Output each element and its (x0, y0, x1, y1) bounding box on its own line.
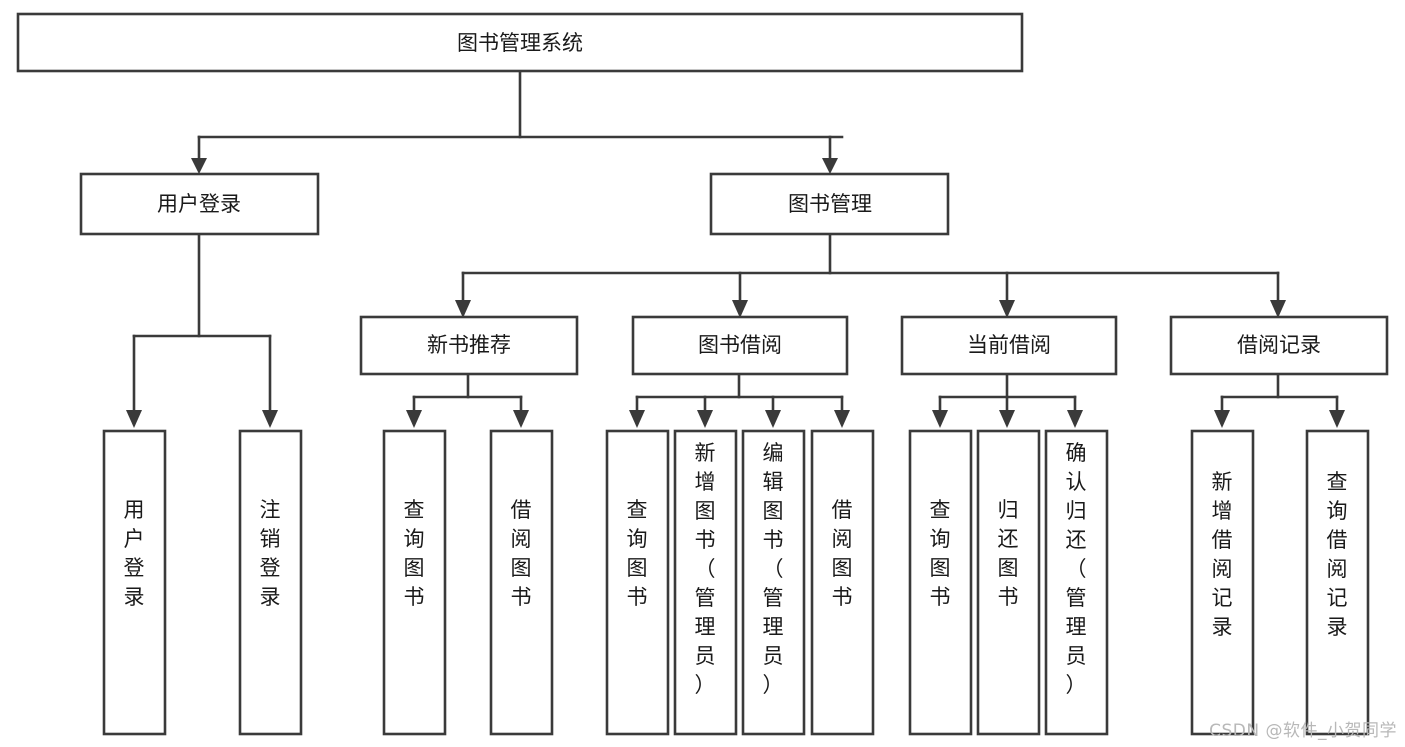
node-leaf-edit-book-label: 编辑图书（管理员） (763, 441, 784, 697)
node-leaf-borrow-book-1[interactable]: 借阅图书 (489, 429, 554, 736)
node-leaf-edit-book[interactable]: 编辑图书（管理员） (741, 429, 806, 736)
node-leaf-add-book[interactable]: 新增图书（管理员） (673, 429, 738, 736)
node-book-borrow[interactable]: 图书借阅 (631, 315, 849, 376)
node-current-borrow-label: 当前借阅 (967, 333, 1051, 357)
node-user-login-label: 用户登录 (157, 192, 241, 216)
node-leaf-borrow-book-2-label: 借阅图书 (832, 498, 853, 609)
node-user-login[interactable]: 用户登录 (79, 172, 320, 236)
node-new-book-recommend-label: 新书推荐 (427, 333, 511, 357)
node-leaf-add-book-label: 新增图书（管理员） (695, 441, 716, 697)
node-book-management-label: 图书管理 (788, 192, 872, 216)
node-leaf-query-book-1[interactable]: 查询图书 (382, 429, 447, 736)
node-leaf-query-book-2[interactable]: 查询图书 (605, 429, 670, 736)
node-leaf-return-book-label: 归还图书 (998, 498, 1019, 609)
node-leaf-query-book-1-label: 查询图书 (404, 498, 425, 609)
connector-root-to-level2 (191, 69, 844, 174)
node-leaf-query-book-3-label: 查询图书 (930, 498, 951, 609)
node-leaf-confirm-return-label: 确认归还（管理员） (1066, 441, 1087, 697)
connector-bookborrow-to-leaves (629, 372, 850, 428)
node-leaf-borrow-book-2[interactable]: 借阅图书 (810, 429, 875, 736)
node-leaf-borrow-book-1-label: 借阅图书 (511, 498, 532, 609)
node-leaf-query-book-2-label: 查询图书 (627, 498, 648, 609)
node-leaf-add-record-label: 新增借阅记录 (1212, 470, 1233, 639)
node-leaf-query-record[interactable]: 查询借阅记录 (1305, 429, 1370, 736)
node-book-management[interactable]: 图书管理 (709, 172, 950, 236)
node-leaf-add-record[interactable]: 新增借阅记录 (1190, 429, 1255, 736)
node-new-book-recommend[interactable]: 新书推荐 (359, 315, 579, 376)
node-leaf-user-login[interactable]: 用户登录 (102, 429, 167, 736)
node-root-label: 图书管理系统 (457, 31, 583, 55)
connector-bookmgmt-to-level3 (455, 232, 1286, 318)
connector-userlogin-to-leaves (126, 232, 278, 428)
node-leaf-user-logout[interactable]: 注销登录 (238, 429, 303, 736)
node-leaf-user-logout-label: 注销登录 (260, 498, 281, 609)
node-current-borrow[interactable]: 当前借阅 (900, 315, 1118, 376)
node-leaf-return-book[interactable]: 归还图书 (976, 429, 1041, 736)
node-book-borrow-label: 图书借阅 (698, 333, 782, 357)
node-borrow-record[interactable]: 借阅记录 (1169, 315, 1389, 376)
node-leaf-query-record-label: 查询借阅记录 (1327, 470, 1348, 639)
node-borrow-record-label: 借阅记录 (1237, 333, 1321, 357)
node-leaf-query-book-3[interactable]: 查询图书 (908, 429, 973, 736)
connector-newbook-to-leaves (406, 372, 529, 428)
node-root[interactable]: 图书管理系统 (16, 12, 1024, 73)
connector-currentborrow-to-leaves (932, 372, 1083, 428)
connector-borrowrecord-to-leaves (1214, 372, 1345, 428)
node-leaf-user-login-label: 用户登录 (124, 498, 145, 609)
node-leaf-confirm-return[interactable]: 确认归还（管理员） (1044, 429, 1109, 736)
